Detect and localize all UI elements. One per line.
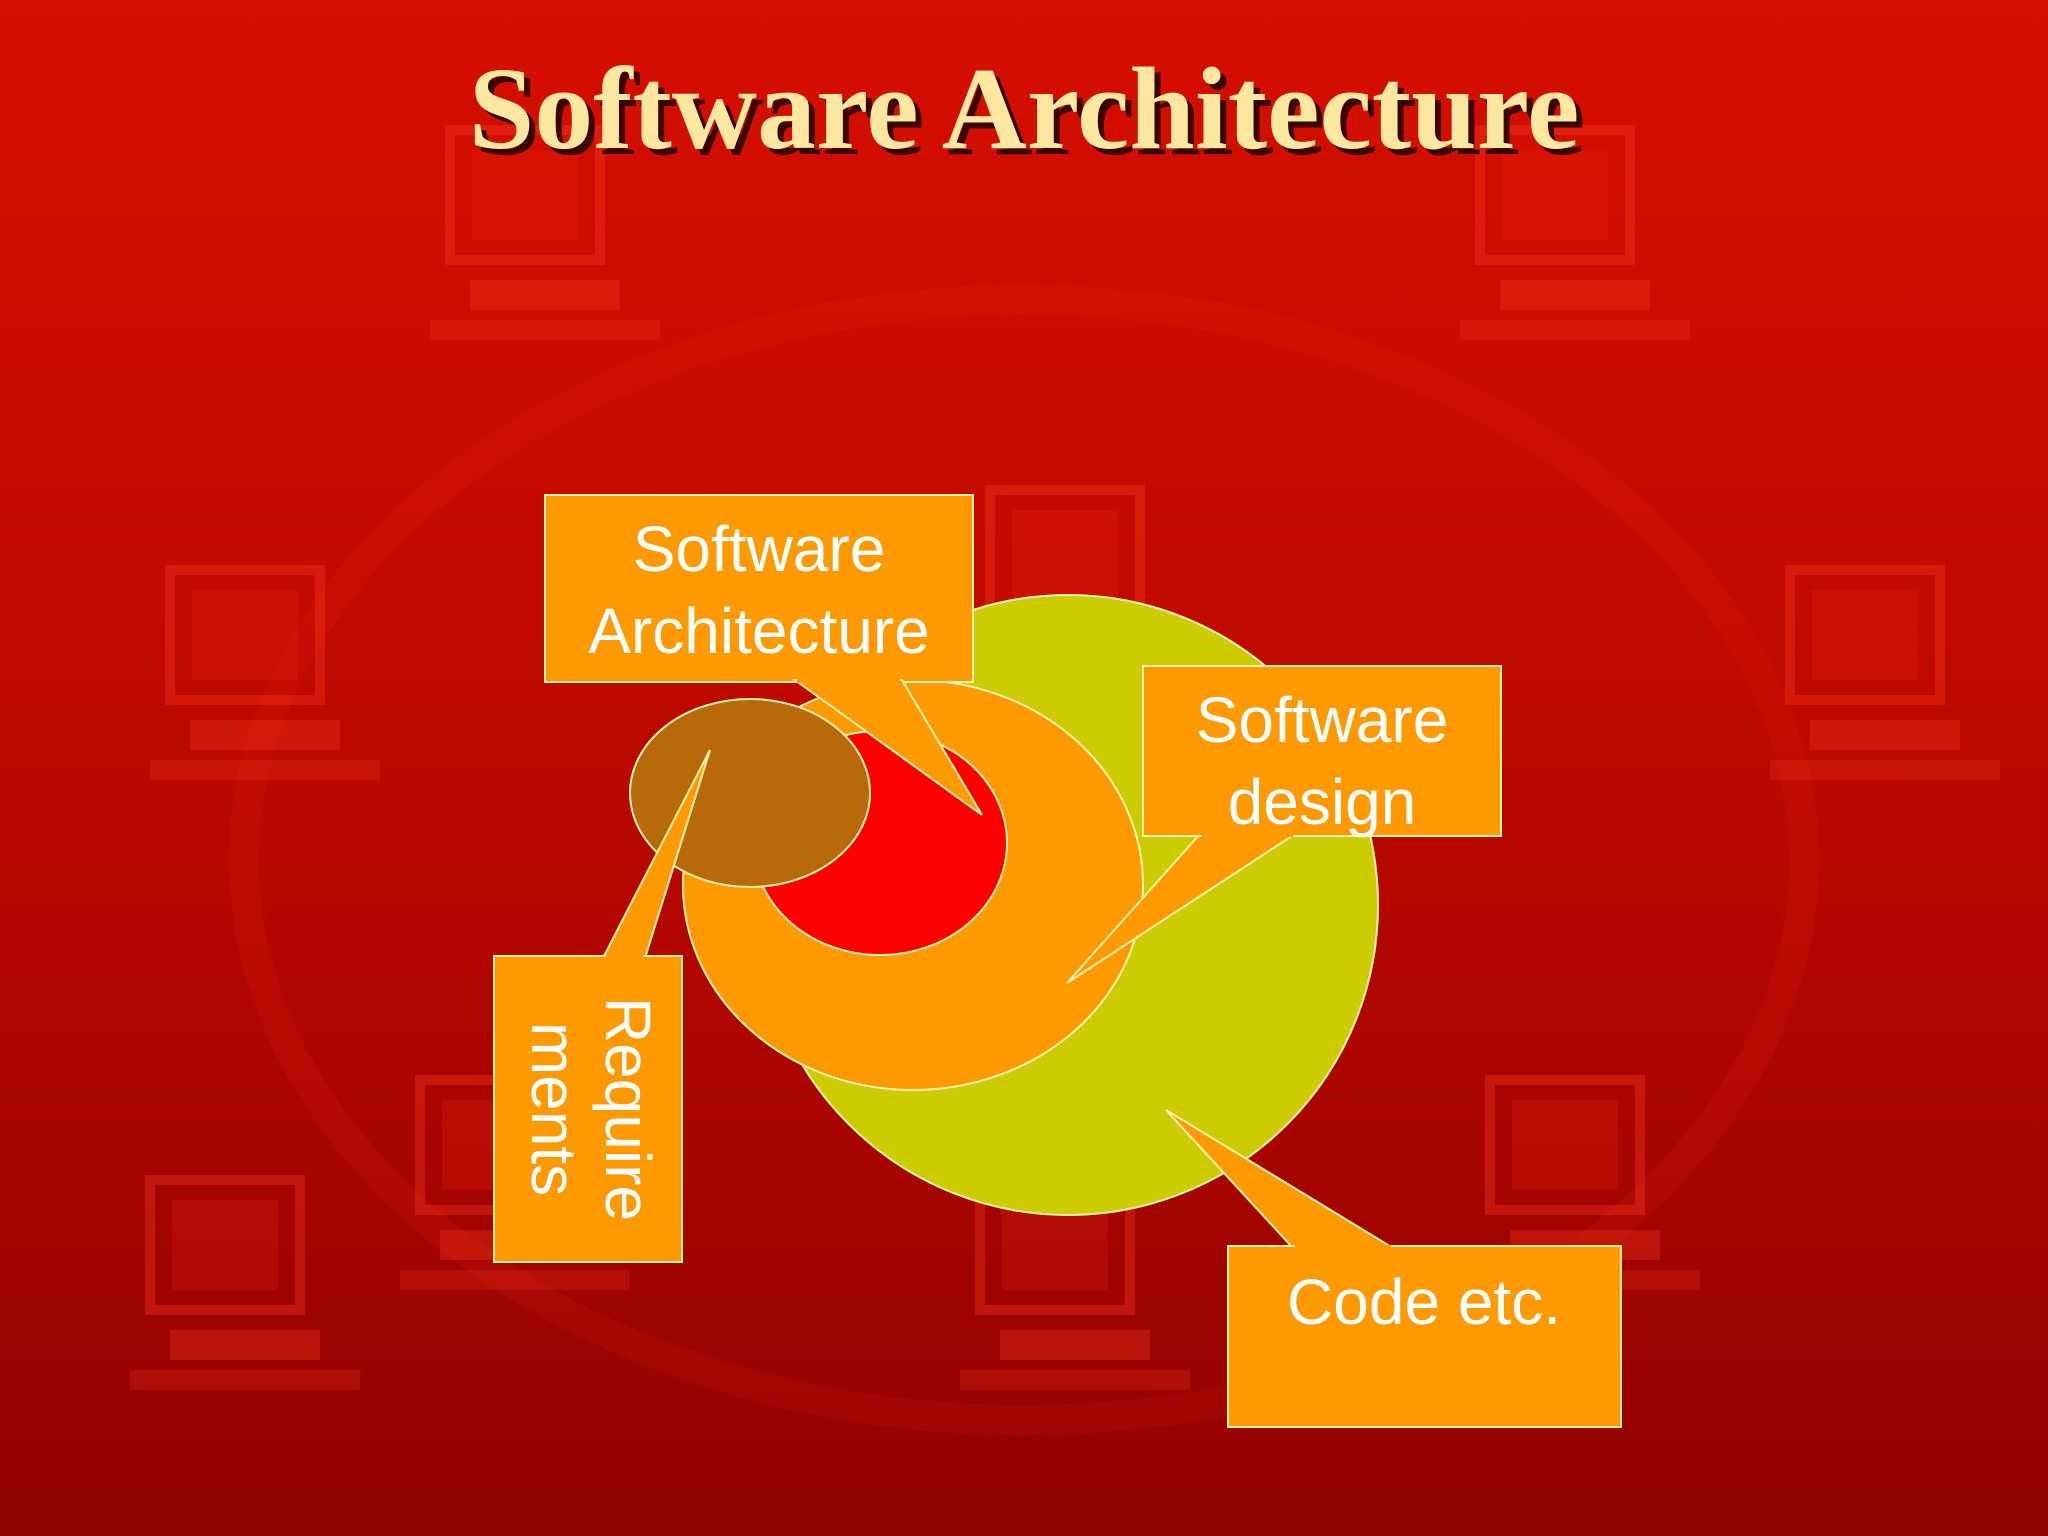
slide-title: Software Architecture <box>468 43 1580 174</box>
callout-software-architecture-line-1: Software <box>633 513 886 585</box>
callout-software-design: Software design <box>1066 665 1502 984</box>
callout-code: Code etc. <box>1165 1109 1622 1428</box>
callout-requirements-line-1: Require <box>592 997 664 1221</box>
requirements-ellipse <box>629 698 871 888</box>
callout-software-architecture-line-2: Architecture <box>588 595 929 667</box>
callout-software-design-line-1: Software <box>1196 684 1449 756</box>
callout-requirements-line-2: ments <box>518 1022 590 1196</box>
callout-code-label: Code etc. <box>1287 1266 1561 1338</box>
callout-software-architecture: Software Architecture <box>544 494 983 816</box>
callout-software-design-line-2: design <box>1228 766 1417 838</box>
callout-requirements: Require ments <box>493 749 711 1263</box>
